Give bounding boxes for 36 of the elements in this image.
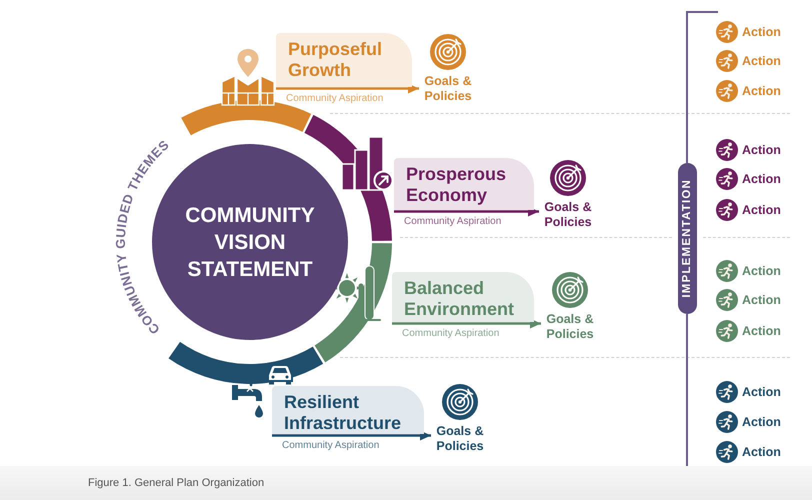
theme-tab — [394, 158, 534, 210]
action-label: Action — [742, 172, 781, 186]
action-label: Action — [742, 384, 781, 400]
theme-title: Purposeful Growth — [288, 39, 384, 81]
theme-tab — [276, 33, 412, 87]
goal-label: Goals & Policies — [545, 312, 595, 342]
figure-caption: Figure 1. General Plan Organization — [88, 476, 264, 490]
goal-label: Goals & Policies — [543, 200, 593, 230]
edge-label: Community Aspiration — [402, 328, 500, 340]
action-label: Action — [742, 444, 781, 460]
action-label: Action — [742, 54, 781, 68]
action-label: Action — [742, 414, 781, 430]
hub-title: COMMUNITY VISION STATEMENT — [184, 202, 316, 282]
edge-label: Community Aspiration — [404, 216, 502, 228]
theme-tab — [392, 272, 534, 322]
action-label: Action — [742, 24, 781, 40]
vertical-banner — [678, 163, 697, 314]
theme-title: Prosperous Economy — [406, 164, 508, 206]
action-label: Action — [742, 324, 781, 338]
edge-label: Community Aspiration — [286, 92, 384, 104]
action-label: Action — [742, 264, 781, 278]
goal-label: Goals & Policies — [435, 424, 485, 454]
banner-label: IMPLEMENTATION — [681, 179, 694, 298]
action-label: Action — [742, 292, 781, 308]
arrow — [276, 84, 419, 94]
arrow — [394, 206, 539, 216]
theme-title: Resilient Infrastructure — [284, 392, 402, 434]
action-label: Action — [742, 84, 781, 98]
arrow — [272, 430, 431, 440]
arrow — [392, 318, 541, 328]
action-label: Action — [742, 142, 781, 158]
action-label: Action — [742, 202, 781, 218]
edge-label: Community Aspiration — [282, 440, 380, 452]
theme-tab — [272, 386, 424, 434]
goal-label: Goals & Policies — [423, 74, 473, 104]
theme-title: Balanced Environment — [404, 278, 516, 320]
